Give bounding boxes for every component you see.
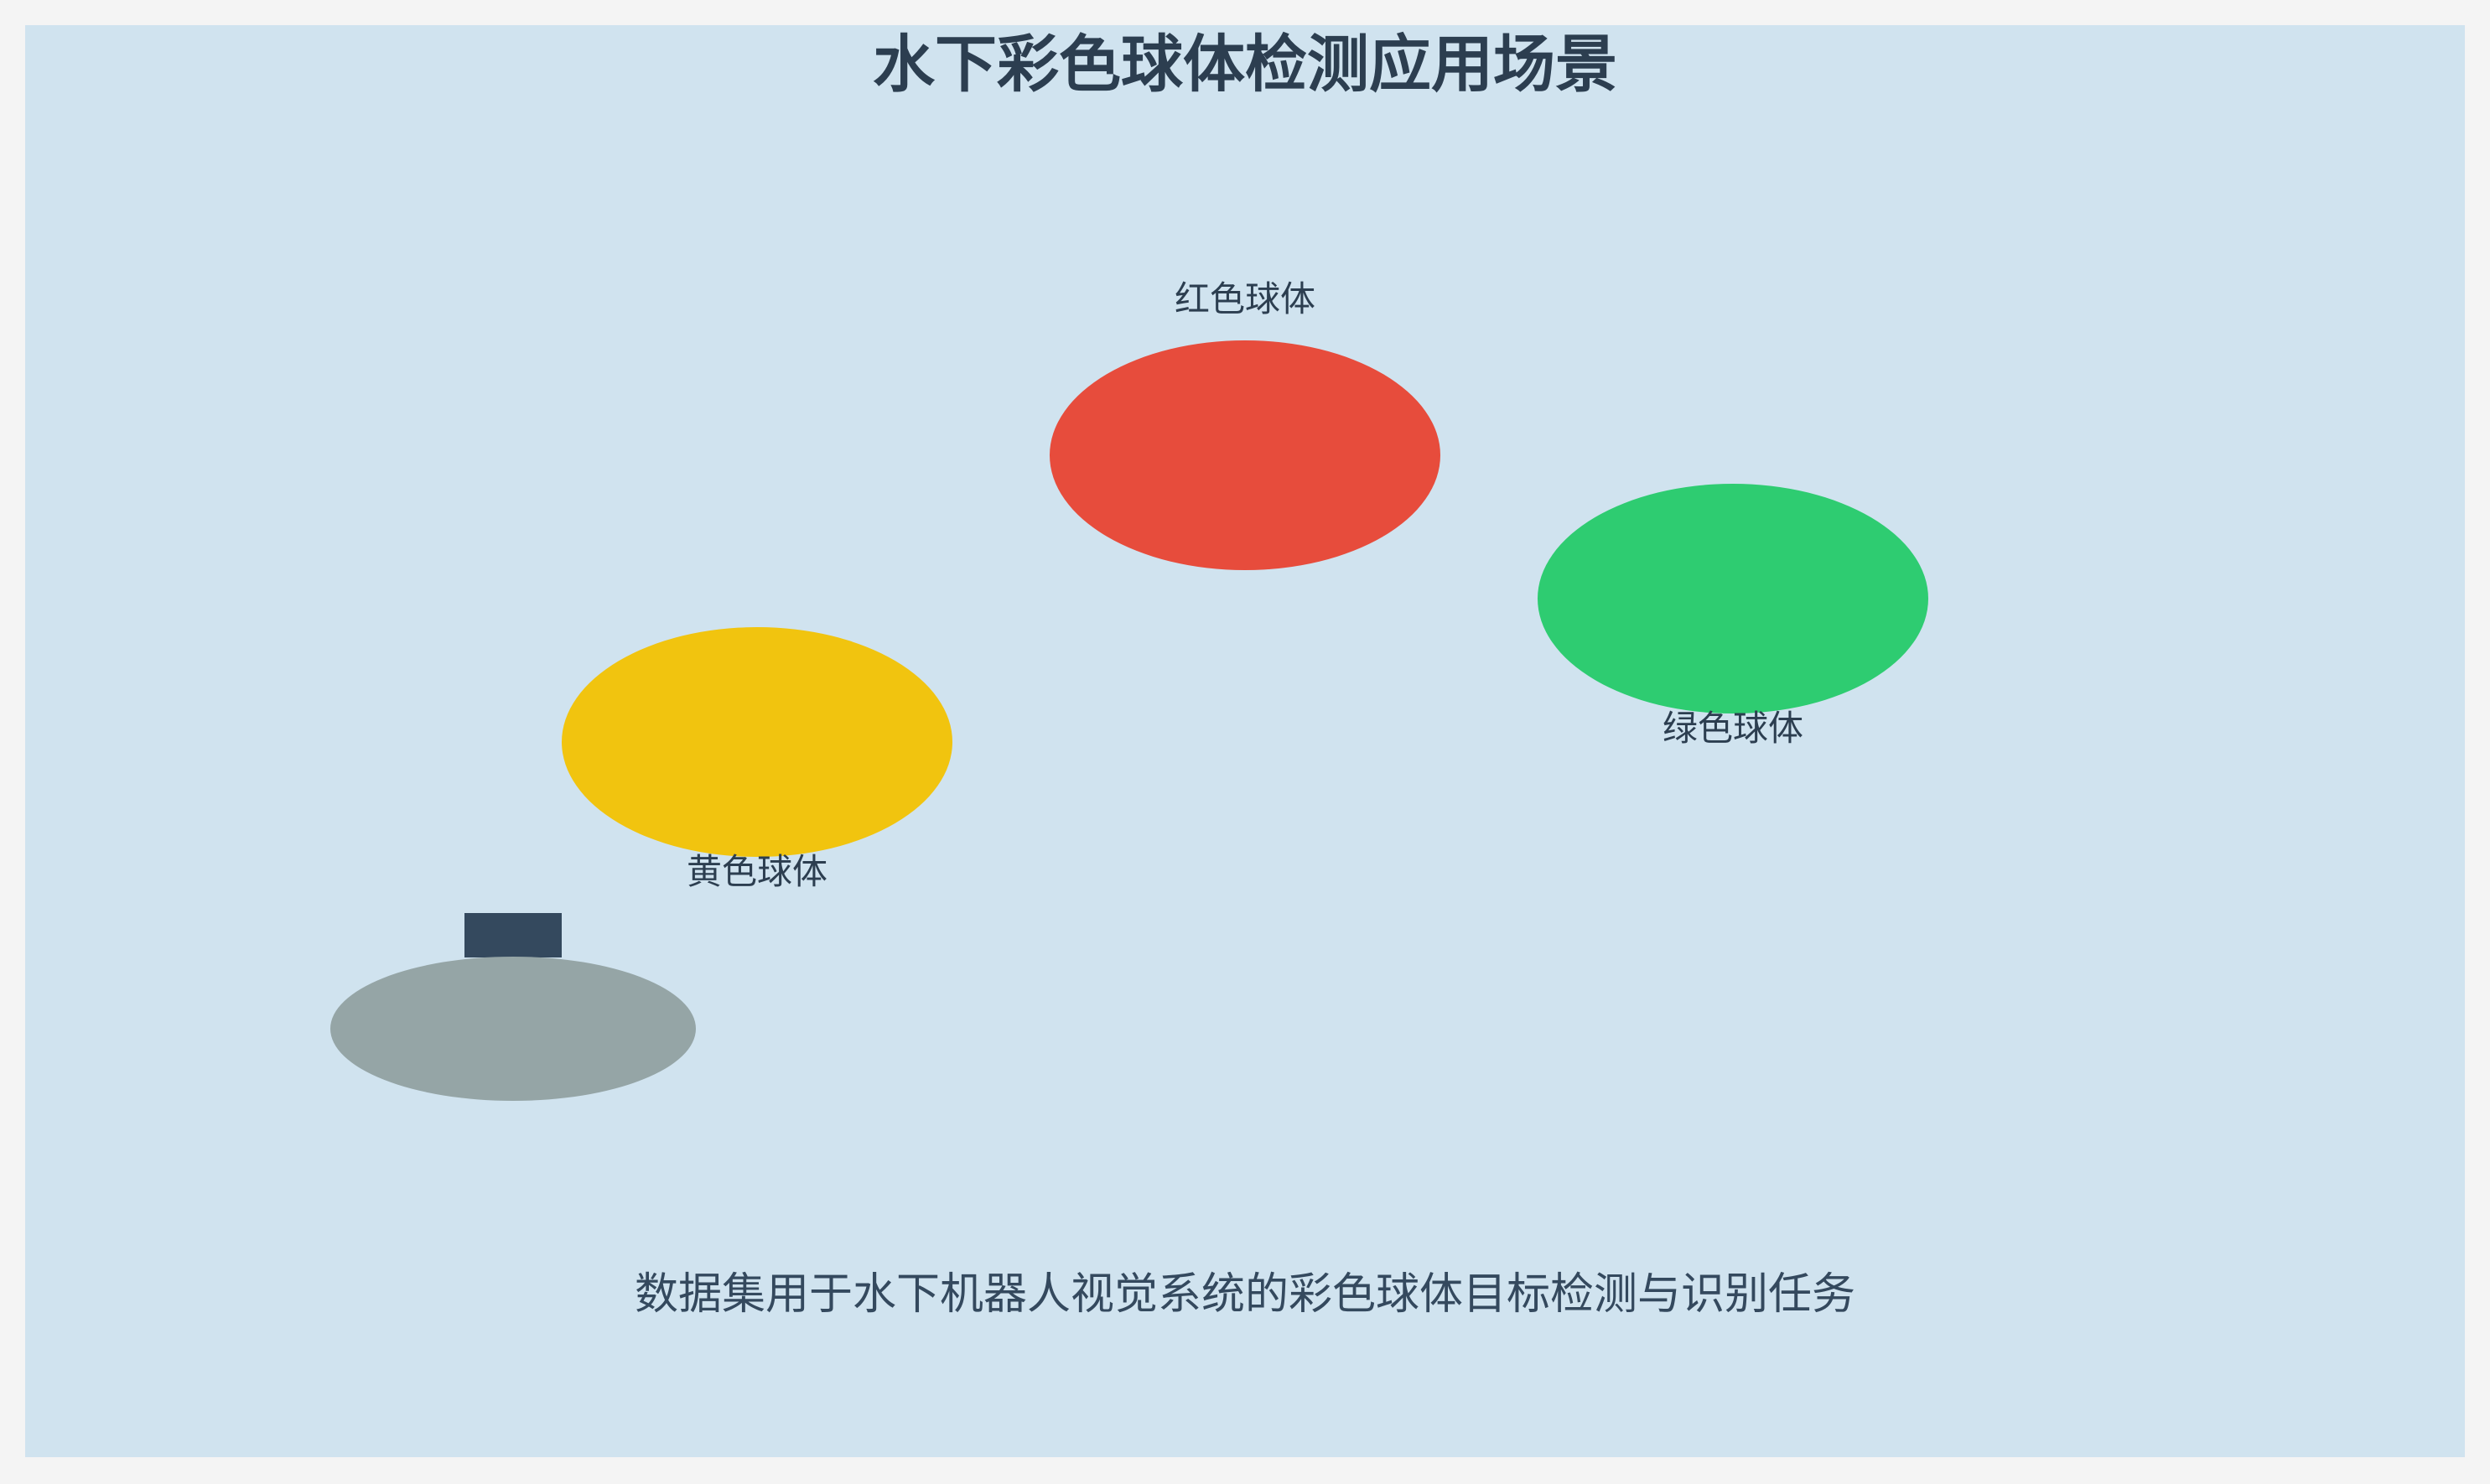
green-ball-label: 绿色球体: [1662, 708, 1803, 749]
camera-lens: [464, 913, 562, 957]
caption: 数据集用于水下机器人视觉系统的彩色球体目标检测与识别任务: [634, 1269, 1855, 1320]
scene-background: [25, 25, 2465, 1457]
green-ball: [1538, 484, 1928, 713]
red-ball: [1050, 340, 1440, 570]
yellow-ball-label: 黄色球体: [686, 851, 827, 892]
red-ball-label: 红色球体: [1174, 278, 1315, 319]
diagram-title: 水下彩色球体检测应用场景: [873, 29, 1617, 101]
underwater-camera-icon: [330, 957, 696, 1101]
yellow-ball: [562, 627, 952, 857]
